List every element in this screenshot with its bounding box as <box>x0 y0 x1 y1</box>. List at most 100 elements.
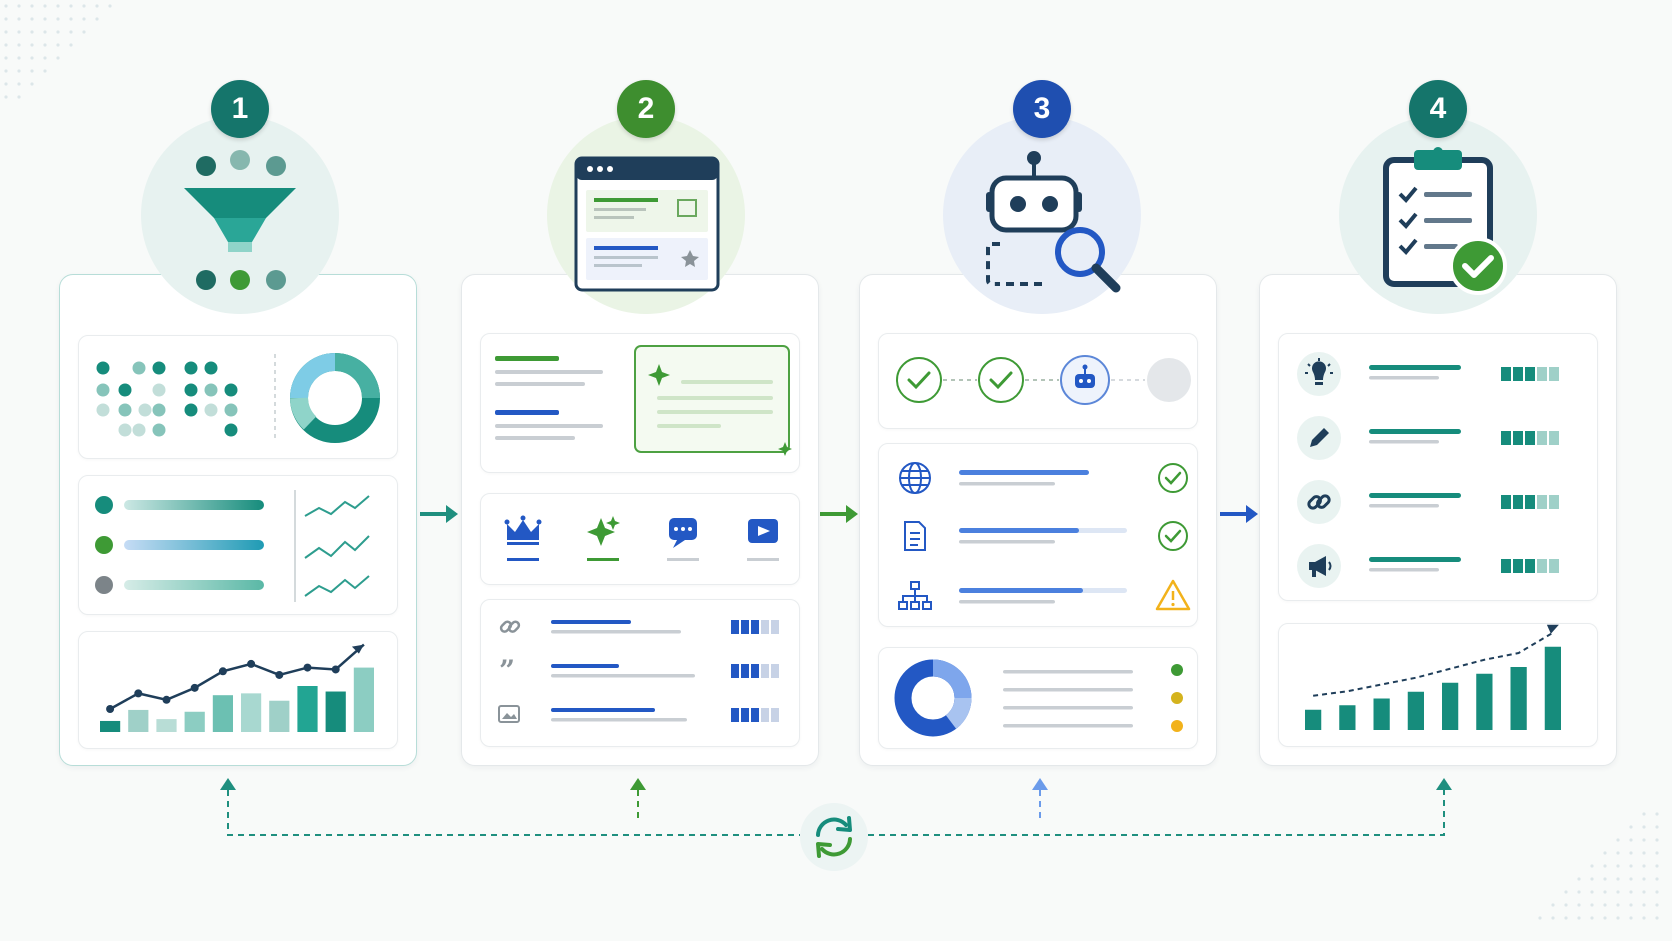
task-detail-line <box>1369 440 1439 444</box>
chart-bar <box>184 711 205 732</box>
sitemap-icon <box>898 581 932 610</box>
priority-segment <box>1549 431 1559 445</box>
data-point-dot <box>184 403 198 417</box>
globe-icon <box>899 462 931 494</box>
score-meter-segment <box>751 708 759 722</box>
review-progress-graphic <box>896 355 1191 405</box>
data-point-dot <box>138 403 152 417</box>
dot-cluster-graphic <box>96 353 380 443</box>
data-point-dot <box>118 383 132 397</box>
task-title-line <box>1369 429 1461 434</box>
lightbulb-icon <box>1297 352 1341 396</box>
priority-segment <box>1537 431 1547 445</box>
score-meter-segment <box>731 708 739 722</box>
results-chart-panel <box>1278 623 1598 747</box>
growth-chart-panel <box>78 631 398 749</box>
dot-pattern-top-left <box>4 4 112 99</box>
data-point-dot <box>152 403 166 417</box>
content-draft-panel <box>480 333 800 473</box>
robot-icon <box>1060 355 1110 405</box>
robot-search-icon <box>986 151 1121 293</box>
clipboard-checklist-icon <box>1383 147 1507 295</box>
chart-bar <box>325 691 346 732</box>
step-1-card <box>59 274 417 766</box>
trend-point <box>162 695 171 704</box>
pending-step-indicator <box>1147 358 1191 402</box>
status-dot-warning <box>1171 720 1183 732</box>
priority-segment <box>1513 431 1523 445</box>
arrow-right-icon <box>420 505 458 523</box>
data-point-dot <box>132 423 146 437</box>
priority-segment <box>1501 431 1511 445</box>
priority-segment <box>1537 495 1547 509</box>
chart-bar <box>241 693 262 732</box>
funnel-icon <box>184 150 296 290</box>
trend-line <box>109 643 365 711</box>
chart-bar <box>212 695 233 732</box>
score-meter-segment <box>761 664 769 678</box>
chart-bar <box>1407 691 1424 730</box>
data-point-dot <box>118 403 132 417</box>
check-circle-icon <box>1158 521 1188 551</box>
optimization-tasks-graphic <box>1297 352 1559 588</box>
chart-bar <box>1373 698 1390 730</box>
document-icon <box>904 521 926 551</box>
task-detail-line <box>1369 568 1439 572</box>
chart-bar <box>1510 667 1527 730</box>
chart-bar <box>353 667 374 732</box>
trend-arrowhead <box>1546 624 1559 634</box>
data-point-dot <box>184 361 198 375</box>
trend-point <box>247 659 256 668</box>
step-4-card <box>1259 274 1617 766</box>
score-meter-segment <box>751 620 759 634</box>
priority-segment <box>1513 367 1523 381</box>
score-meter-segment <box>741 708 749 722</box>
task-detail-line <box>1369 376 1439 380</box>
arrow-right-icon <box>820 505 858 523</box>
chart-bar <box>1476 673 1493 730</box>
chart-bar <box>1442 682 1459 730</box>
data-point-dot <box>96 361 110 375</box>
chart-bar <box>1544 646 1561 730</box>
score-meter-segment <box>741 620 749 634</box>
priority-segment <box>1525 367 1535 381</box>
asset-list-graphic: ” <box>498 620 779 723</box>
priority-segment <box>1501 559 1511 573</box>
score-summary-graphic <box>894 659 1183 737</box>
status-dot-mixed <box>1171 692 1183 704</box>
priority-segment <box>1525 431 1535 445</box>
browser-window-icon <box>574 156 720 292</box>
score-meter-segment <box>731 620 739 634</box>
trend-line <box>1312 631 1554 697</box>
priority-segment <box>1501 495 1511 509</box>
warning-icon <box>1155 579 1191 611</box>
priority-segment <box>1549 367 1559 381</box>
chart-bar <box>297 686 318 732</box>
task-detail-line <box>1369 504 1439 508</box>
content-draft-graphic <box>495 345 792 456</box>
content-type-icons <box>504 515 779 561</box>
quote-icon: ” <box>499 654 515 687</box>
priority-segment <box>1549 559 1559 573</box>
data-point-dot <box>224 383 238 397</box>
priority-segment <box>1513 495 1523 509</box>
step-1-badge: 1 <box>211 80 269 138</box>
task-title-line <box>1369 557 1461 562</box>
check-circle-icon <box>896 357 942 403</box>
refresh-cycle-icon[interactable] <box>799 802 869 872</box>
score-meter-segment <box>741 664 749 678</box>
segment-bars-graphic <box>95 490 370 602</box>
megaphone-icon <box>1297 544 1341 588</box>
trend-point <box>218 667 227 676</box>
data-point-dot <box>204 383 218 397</box>
priority-segment <box>1549 495 1559 509</box>
data-point-dot <box>96 383 110 397</box>
data-point-dot <box>224 403 238 417</box>
data-point-dot <box>152 383 166 397</box>
chart-bar <box>269 700 290 732</box>
growth-bar-line-chart <box>100 643 374 732</box>
check-circle-icon <box>1158 463 1188 493</box>
data-point-dot <box>204 403 218 417</box>
data-point-dot <box>204 361 218 375</box>
priority-segment <box>1537 559 1547 573</box>
